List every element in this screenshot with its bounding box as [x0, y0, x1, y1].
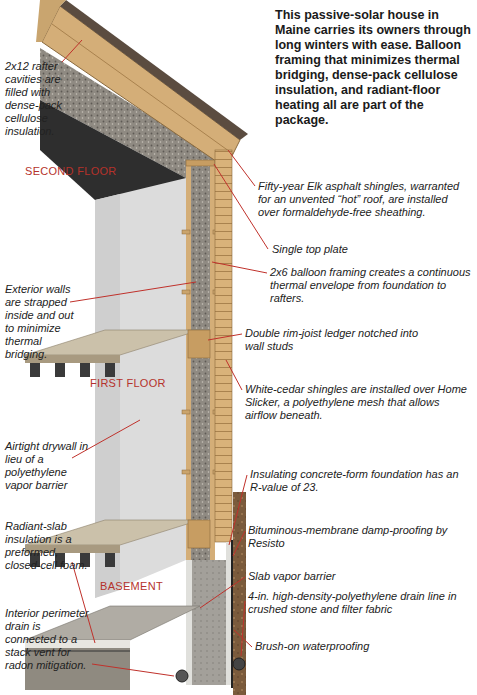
- callout-text: Brush-on waterproofing: [255, 640, 455, 653]
- callout-text: 2x6 balloon framing creates a continuous…: [270, 266, 472, 305]
- callout-text: Double rim-joist ledger notched into wal…: [245, 327, 425, 353]
- floor-label: SECOND FLOOR: [25, 165, 135, 178]
- callout-text: Radiant-slab insulation is a preformed, …: [5, 520, 93, 572]
- callout-text: Airtight drywall in lieu of a polyethyle…: [5, 440, 93, 492]
- floor-label: BASEMENT: [100, 580, 180, 593]
- callout-text: White-cedar shingles are installed over …: [245, 383, 470, 422]
- callout-text: Slab vapor barrier: [248, 570, 448, 583]
- callout-text: Bituminous-membrane damp-proofing by Res…: [248, 524, 463, 550]
- callout-text: 2x12 rafter cavities are filled with den…: [5, 60, 83, 138]
- heading-text: This passive-solar house in Maine carrie…: [275, 8, 473, 128]
- floor-label: FIRST FLOOR: [90, 377, 200, 390]
- callout-text: 4-in. high-density-polyethylene drain li…: [248, 590, 470, 616]
- callout-text: Exterior walls are strapped inside and o…: [5, 283, 85, 361]
- callout-text: Single top plate: [272, 243, 462, 256]
- callout-text: Interior perimeter drain is connected to…: [5, 607, 93, 672]
- callout-text: Fifty-year Elk asphalt shingles, warrant…: [258, 180, 468, 219]
- callout-text: Insulating concrete-form foundation has …: [250, 468, 460, 494]
